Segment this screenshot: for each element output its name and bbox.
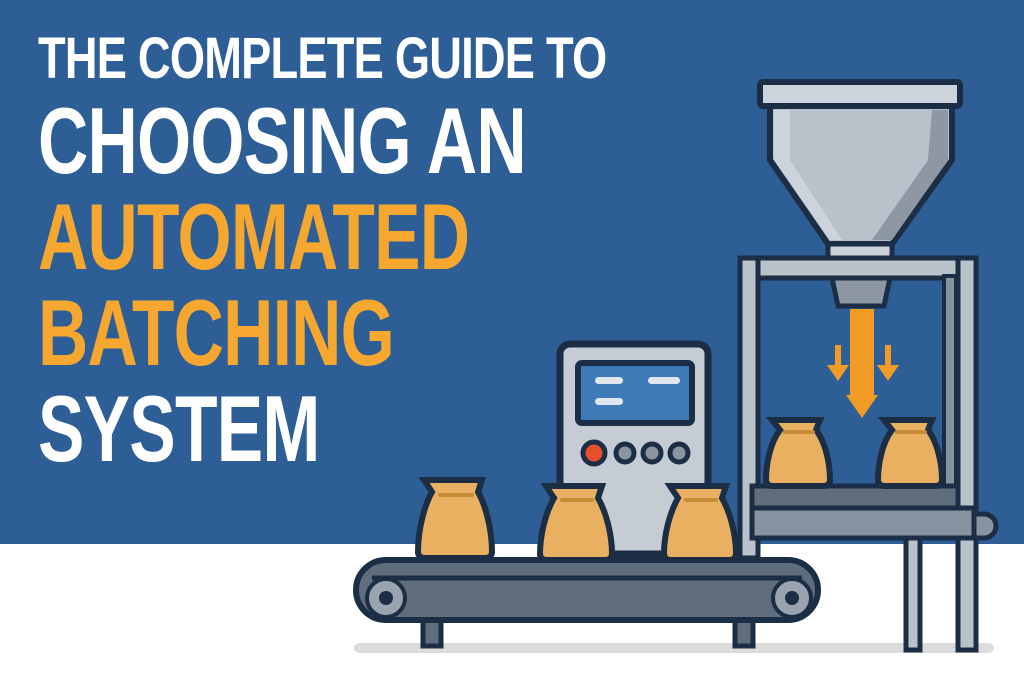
control-screen bbox=[575, 360, 695, 426]
bag bbox=[762, 417, 834, 489]
left-down-arrow bbox=[827, 345, 849, 381]
headline-line-1: THE COMPLETE GUIDE TO bbox=[38, 26, 607, 91]
control-panel bbox=[556, 340, 712, 558]
headline-line-5: SYSTEM bbox=[38, 376, 320, 481]
bag bbox=[536, 483, 616, 563]
right-down-arrow bbox=[877, 345, 899, 381]
hopper-lid bbox=[757, 79, 963, 109]
nozzle bbox=[828, 275, 894, 309]
ground-shadow bbox=[354, 643, 994, 653]
material-stream bbox=[850, 309, 874, 401]
headline: THE COMPLETE GUIDE TO CHOOSING AN AUTOMA… bbox=[38, 30, 767, 476]
headline-line-3: AUTOMATED bbox=[38, 184, 470, 289]
headline-line-4: BATCHING bbox=[38, 280, 395, 385]
conveyor-belt bbox=[353, 557, 821, 649]
bag bbox=[874, 417, 946, 489]
red-button bbox=[580, 439, 608, 467]
gray-button bbox=[640, 441, 664, 465]
gray-button bbox=[667, 441, 691, 465]
bag bbox=[660, 483, 740, 563]
gray-button bbox=[613, 441, 637, 465]
filling-station bbox=[737, 79, 999, 653]
headline-line-2: CHOOSING AN bbox=[38, 88, 527, 193]
center-down-arrow bbox=[846, 395, 878, 418]
bag bbox=[414, 477, 496, 561]
